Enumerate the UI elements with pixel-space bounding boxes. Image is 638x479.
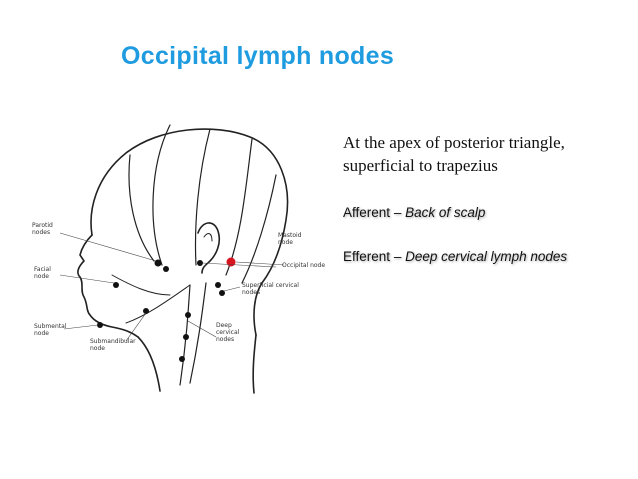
afferent-line: Afferent – Back of scalp (343, 205, 485, 220)
node-parotid-2 (163, 266, 169, 272)
efferent-value: Deep cervical lymph nodes (405, 249, 568, 264)
efferent-label: Efferent (343, 249, 391, 264)
node-submandibular (143, 308, 149, 314)
lymph-nodes (97, 259, 225, 362)
node-superficial-1 (215, 282, 221, 288)
slide-title: Occipital lymph nodes (121, 42, 395, 70)
location-description: At the apex of posterior triangle, super… (343, 133, 565, 175)
neck-front (137, 336, 161, 392)
node-superficial-2 (219, 290, 225, 296)
efferent-line: Efferent – Deep cervical lymph nodes (343, 249, 567, 264)
afferent-label: Afferent (343, 205, 391, 220)
node-deep-3 (179, 356, 185, 362)
node-mastoid (197, 260, 203, 266)
node-facial (113, 282, 119, 288)
efferent-separator: – (393, 249, 402, 264)
neck-back (252, 334, 257, 394)
ear-outline (197, 222, 221, 274)
occipital-node-highlight (226, 257, 236, 267)
node-parotid-1 (154, 259, 162, 267)
afferent-value: Back of scalp (405, 205, 486, 220)
afferent-separator: – (393, 205, 402, 220)
node-submental (97, 322, 103, 328)
label-occipital: Occipital node (282, 262, 325, 269)
node-deep-1 (185, 312, 191, 318)
head-outline (90, 128, 289, 336)
node-deep-2 (183, 334, 189, 340)
face-outline (77, 234, 139, 338)
